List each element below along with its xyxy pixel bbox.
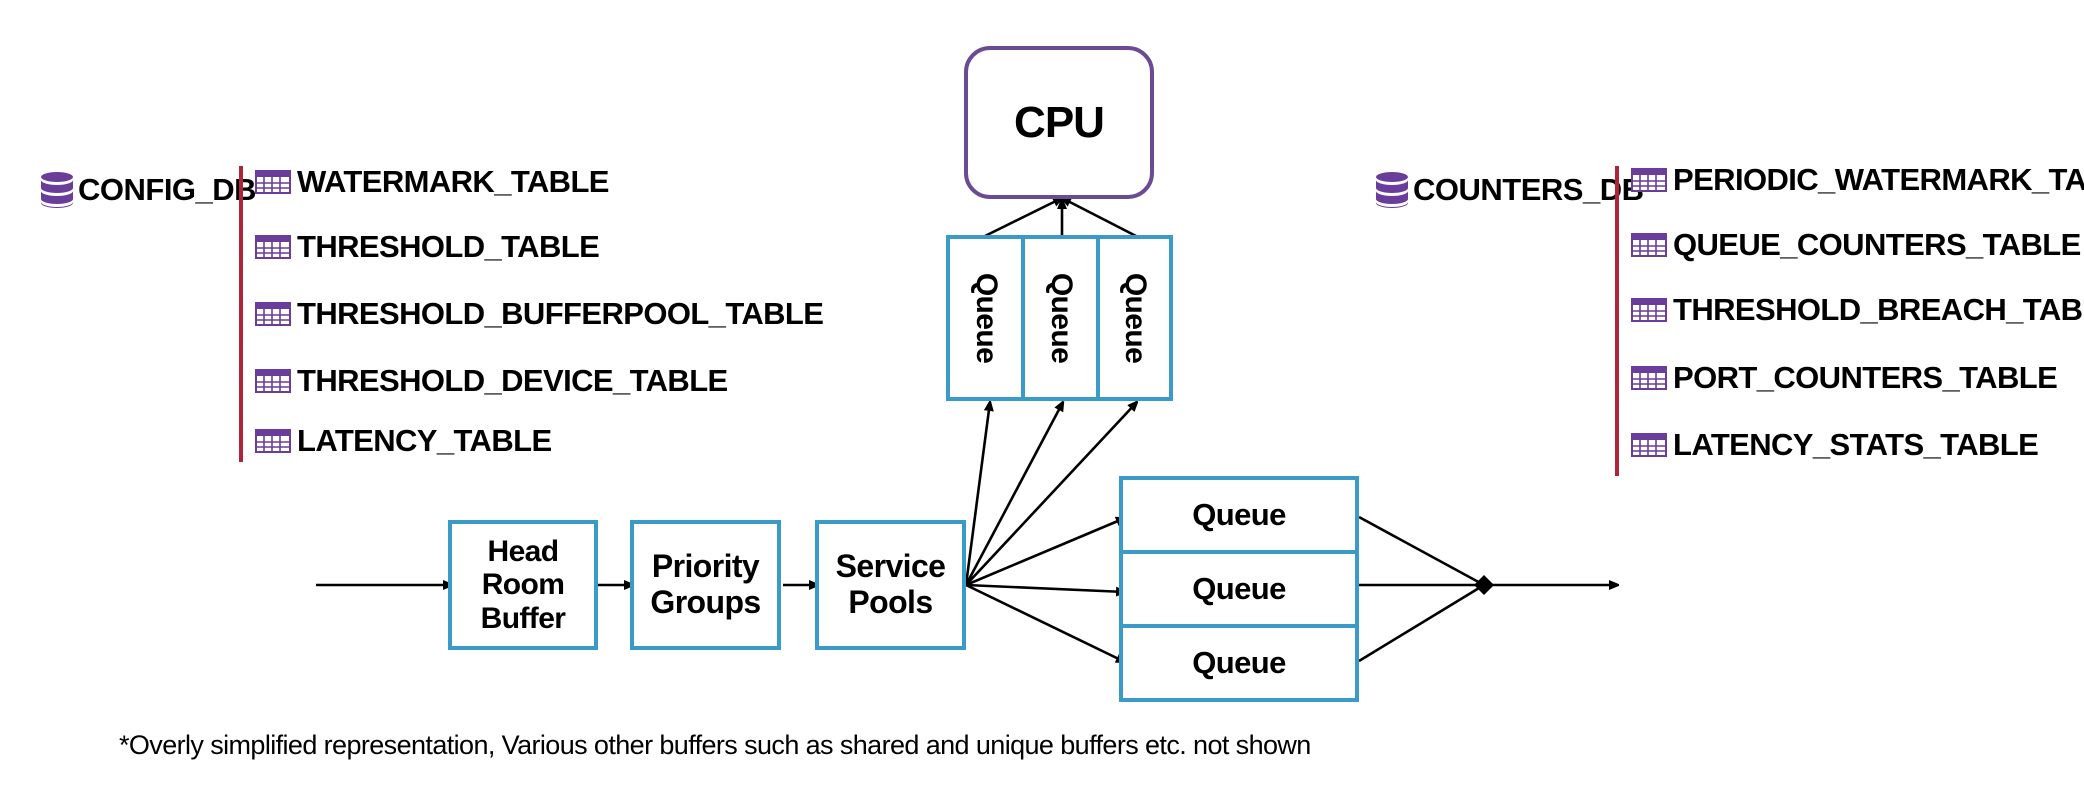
priority-groups-line: Priority xyxy=(651,548,760,585)
counters-db-name: COUNTERS_DB xyxy=(1413,172,1644,207)
table-icon xyxy=(1631,366,1667,390)
priority-groups-line: Groups xyxy=(650,584,761,620)
egress-queue-label: Queue xyxy=(1192,644,1286,680)
counters-table-name: LATENCY_STATS_TABLE xyxy=(1673,427,2039,462)
counters-table-item: PORT_COUNTERS_TABLE xyxy=(1631,360,2058,396)
footnote: *Overly simplified representation, Vario… xyxy=(119,730,1311,760)
database-icon xyxy=(41,172,73,208)
service-pools-box: Service Pools xyxy=(815,520,966,650)
counters-table-name: PERIODIC_WATERMARK_TABLE xyxy=(1673,162,2084,197)
egress-queue: Queue xyxy=(1119,624,1359,702)
config-table-name: THRESHOLD_DEVICE_TABLE xyxy=(297,363,728,398)
config-table-name: THRESHOLD_BUFFERPOOL_TABLE xyxy=(297,296,824,331)
head-room-buffer-box: Head Room Buffer xyxy=(448,520,598,650)
counters-table-name: THRESHOLD_BREACH_TABLE xyxy=(1673,292,2084,327)
database-icon xyxy=(1376,172,1408,208)
service-pools-line: Service xyxy=(835,548,946,585)
service-pools-line: Pools xyxy=(848,584,933,620)
table-icon xyxy=(255,369,291,393)
cpu-box: CPU xyxy=(964,46,1154,199)
table-icon xyxy=(255,302,291,326)
cpu-queue-label: Queue xyxy=(1044,272,1078,364)
config-db-label: CONFIG_DB xyxy=(40,171,257,209)
counters-db-label: COUNTERS_DB xyxy=(1375,171,1644,209)
config-table-item: LATENCY_TABLE xyxy=(255,423,552,459)
table-icon xyxy=(1631,168,1667,192)
counters-table-name: QUEUE_COUNTERS_TABLE xyxy=(1673,227,2081,262)
egress-queue: Queue xyxy=(1119,476,1359,554)
config-table-name: LATENCY_TABLE xyxy=(297,423,552,458)
counters-db-divider xyxy=(1615,166,1619,476)
cpu-queue: Queue xyxy=(1021,235,1100,401)
config-table-item: WATERMARK_TABLE xyxy=(255,164,609,200)
counters-table-item: LATENCY_STATS_TABLE xyxy=(1631,427,2039,463)
counters-table-item: QUEUE_COUNTERS_TABLE xyxy=(1631,227,2081,263)
config-table-name: WATERMARK_TABLE xyxy=(297,164,609,199)
priority-groups-box: Priority Groups xyxy=(630,520,781,650)
cpu-queue-label: Queue xyxy=(969,272,1003,364)
cpu-queue: Queue xyxy=(1096,235,1173,401)
config-table-item: THRESHOLD_TABLE xyxy=(255,229,600,265)
table-icon xyxy=(1631,298,1667,322)
head-room-buffer-line: Buffer xyxy=(480,601,566,635)
counters-table-item: PERIODIC_WATERMARK_TABLE xyxy=(1631,162,2084,198)
head-room-buffer-line: Room xyxy=(481,568,565,602)
config-db-divider xyxy=(239,166,243,462)
cpu-queue: Queue xyxy=(946,235,1025,401)
config-db-name: CONFIG_DB xyxy=(78,172,257,207)
counters-table-name: PORT_COUNTERS_TABLE xyxy=(1673,360,2058,395)
counters-table-item: THRESHOLD_BREACH_TABLE xyxy=(1631,292,2084,328)
cpu-queue-label: Queue xyxy=(1118,272,1152,364)
table-icon xyxy=(1631,433,1667,457)
config-table-item: THRESHOLD_BUFFERPOOL_TABLE xyxy=(255,296,824,332)
config-table-name: THRESHOLD_TABLE xyxy=(297,229,600,264)
egress-queue: Queue xyxy=(1119,550,1359,628)
table-icon xyxy=(1631,233,1667,257)
cpu-label: CPU xyxy=(1014,97,1105,147)
table-icon xyxy=(255,429,291,453)
head-room-buffer-line: Head xyxy=(487,534,560,568)
egress-queue-label: Queue xyxy=(1192,570,1286,606)
egress-queue-label: Queue xyxy=(1192,496,1286,532)
table-icon xyxy=(255,235,291,259)
config-table-item: THRESHOLD_DEVICE_TABLE xyxy=(255,363,728,399)
table-icon xyxy=(255,170,291,194)
